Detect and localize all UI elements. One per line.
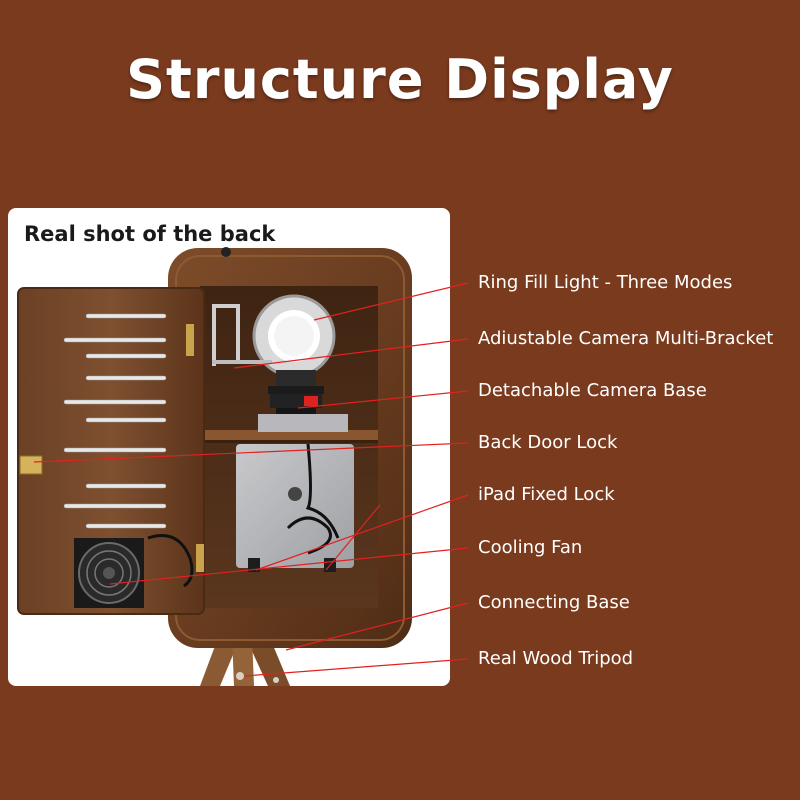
callout-ring-fill-light: Ring Fill Light - Three Modes: [478, 272, 733, 293]
photo-caption: Real shot of the back: [24, 222, 276, 246]
callout-camera-base: Detachable Camera Base: [478, 380, 707, 401]
callout-ipad-fixed-lock: iPad Fixed Lock: [478, 484, 615, 505]
callout-connecting-base: Connecting Base: [478, 592, 630, 613]
photo-booth-illustration: [17, 247, 412, 686]
page-title: Structure Display: [126, 48, 674, 111]
camera-base: [258, 394, 348, 432]
ipad: [236, 443, 354, 572]
callout-back-door-lock: Back Door Lock: [478, 432, 618, 453]
callout-real-wood-tripod: Real Wood Tripod: [478, 648, 634, 669]
back-door: [17, 287, 205, 615]
callout-cooling-fan: Cooling Fan: [478, 537, 583, 558]
product-photo: Real shot of the back: [8, 208, 450, 686]
callout-camera-bracket: Adiustable Camera Multi-Bracket: [478, 328, 774, 349]
